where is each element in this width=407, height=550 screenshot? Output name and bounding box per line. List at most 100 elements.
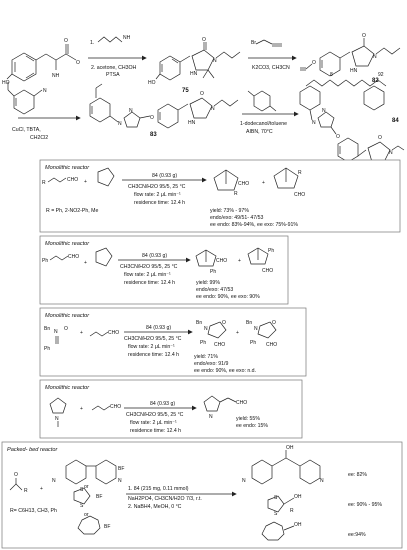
svg-text:N: N	[129, 108, 133, 114]
svg-text:O: O	[64, 326, 68, 332]
svg-text:BF: BF	[104, 524, 110, 530]
svg-text:OH: OH	[294, 494, 302, 500]
svg-text:CHO: CHO	[294, 192, 305, 198]
svg-text:R: R	[298, 170, 302, 176]
panel-1-condition-2: CH3CN/H2O 95/5, 25 °C	[128, 184, 186, 190]
panel-5-substituents: R= C6H13, CH3, Ph	[10, 508, 57, 514]
panel-3-title: Monolithic reactor	[45, 313, 90, 319]
compound-75-label: 75	[182, 88, 189, 94]
panel-diels-alder-cinnamaldehyde: Monolithic reactor CHO R + 84 (0.93 g) C…	[39, 159, 401, 233]
step4-arrow: 1-dodecanol/toluene AIBN, 70°C	[240, 90, 299, 135]
svg-text:R: R	[290, 508, 294, 514]
step3-condition-2: CH2Cl2	[30, 135, 48, 141]
svg-text:S: S	[80, 487, 84, 493]
svg-text:S: S	[80, 503, 84, 509]
svg-text:N: N	[52, 478, 56, 484]
panel-1-result-1: yield: 73% - 97%	[210, 208, 249, 214]
svg-text:CHO: CHO	[67, 177, 78, 183]
step3-arrow: CuCl, TBTA, CH2Cl2	[12, 115, 81, 141]
polymer-subscript-92: 92	[378, 72, 384, 78]
svg-text:N: N	[209, 414, 213, 420]
panel-1-substituents: R = Ph, 2-NO2-Ph, Me	[46, 208, 98, 214]
svg-text:N: N	[373, 54, 377, 60]
panel-5-condition-3: 2. NaBH4, MeOH, 0 °C	[128, 504, 182, 510]
svg-text:N: N	[389, 150, 393, 156]
svg-text:S: S	[274, 511, 278, 517]
panel-1-condition-4: residence time: 12.4 h	[134, 200, 185, 206]
svg-text:N: N	[43, 88, 47, 94]
panel-3-condition-2: CH3CN/H2O 95/5, 25 °C	[124, 336, 182, 342]
svg-text:BF: BF	[118, 466, 124, 472]
norbornene-exo-product: Ph CHO	[247, 247, 274, 274]
svg-text:S: S	[274, 495, 278, 501]
panel-4-condition-2: CH3CN/H2O 95/5, 25 °C	[126, 412, 184, 418]
svg-text:O: O	[312, 60, 316, 66]
step4-condition-1: 1-dodecanol/toluene	[240, 121, 287, 127]
cyclopentadiene-icon	[97, 167, 115, 187]
svg-text:O: O	[76, 60, 80, 66]
panel-5-ee-3: ee:94%	[348, 532, 366, 538]
step4-condition-2: AIBN, 70°C	[246, 129, 273, 135]
panel-1-result-2: endo/exo: 49/51- 47/53	[210, 215, 263, 221]
isoxazolidine-exo-product: Bn O N Ph CHO	[246, 320, 277, 348]
svg-text:O: O	[64, 38, 68, 44]
panel-2-condition-3: flow rate: 2 μL min⁻¹	[124, 272, 171, 278]
svg-text:O: O	[378, 135, 382, 141]
benzhydryl-cation: N N BF	[52, 459, 124, 485]
step1-reagent-3: PTSA	[106, 72, 120, 78]
norbornene-endo-product: CHO R	[213, 169, 249, 197]
step1-arrow: 1. NH 2. acetone, CH3OH PTSA	[88, 35, 147, 78]
svg-text:O: O	[202, 37, 206, 43]
step3-condition-1: CuCl, TBTA,	[12, 127, 41, 133]
dithiolium-cation: S S BF	[73, 487, 102, 509]
panel-2-condition-4: residence time: 12.4 h	[124, 280, 175, 286]
polymer-84-structure: 8 92 N N O O N HN 84	[299, 72, 405, 170]
norbornene-exo-product: R CHO	[273, 167, 305, 198]
panel-5-or-2: or	[84, 512, 89, 518]
svg-text:+: +	[80, 406, 83, 412]
compound-83-label: 83	[150, 132, 157, 138]
panel-5-or-1: or	[84, 484, 89, 490]
svg-text:Bn: Bn	[196, 320, 202, 326]
svg-text:CHO: CHO	[216, 258, 227, 264]
svg-text:+: +	[80, 330, 83, 336]
compound-83-structure: N N O O N HN 83	[89, 83, 239, 138]
panel-2-condition-1: 84 (0.93 g)	[142, 253, 167, 259]
svg-text:+: +	[84, 179, 87, 185]
isoxazolidine-endo-product: Bn O N Ph CHO	[196, 320, 227, 348]
step1-reagent-1: 1.	[90, 40, 94, 46]
panel-5-condition-2: NaH2PO4, CH3CN/H2O 7/3, r.t.	[128, 496, 202, 502]
dithiolane-alcohol-product: S S OH R	[267, 494, 302, 517]
panel-1-result-3: ee endo: 83%-94%, ee exo: 75%-91%	[210, 222, 298, 228]
panel-pyrrole-alkylation: Monolithic reactor N + CHO 84 (0.93 g) C…	[39, 379, 303, 439]
svg-text:N: N	[322, 108, 326, 114]
svg-text:O: O	[14, 472, 18, 478]
svg-text:Bn: Bn	[246, 320, 252, 326]
svg-text:CHO: CHO	[262, 268, 273, 274]
panel-4-condition-1: 84 (0.93 g)	[150, 401, 175, 407]
panel-4-condition-4: residence time: 12.4 h	[130, 428, 181, 434]
panel-2-title: Monolithic reactor	[45, 241, 90, 247]
svg-text:CHO: CHO	[110, 404, 121, 410]
svg-text:N: N	[118, 478, 122, 484]
svg-text:CHO: CHO	[236, 400, 247, 406]
svg-text:R: R	[24, 488, 28, 494]
panel-nitrone-cycloaddition: Monolithic reactor Bn N O Ph + CHO 84 (0…	[39, 307, 307, 377]
svg-text:CHO: CHO	[68, 254, 79, 260]
n-methylpyrrole-reactant: N	[49, 397, 67, 427]
svg-text:Ph: Ph	[268, 248, 274, 254]
svg-text:+: +	[84, 260, 87, 266]
svg-text:N: N	[54, 329, 58, 335]
polymer-84-label: 84	[392, 118, 399, 124]
svg-text:O: O	[200, 91, 204, 97]
svg-text:HN: HN	[190, 71, 198, 77]
svg-text:HN: HN	[350, 68, 358, 74]
svg-text:O: O	[272, 320, 276, 326]
panel-2-condition-2: CH3CN/H2O 95/5, 25 °C	[120, 264, 178, 270]
svg-text:O: O	[362, 33, 366, 39]
svg-text:+: +	[236, 330, 239, 336]
panel-3-condition-1: 84 (0.93 g)	[146, 325, 171, 331]
panel-5-ee-2: ee: 90% - 95%	[348, 502, 382, 508]
svg-text:N: N	[118, 121, 122, 127]
